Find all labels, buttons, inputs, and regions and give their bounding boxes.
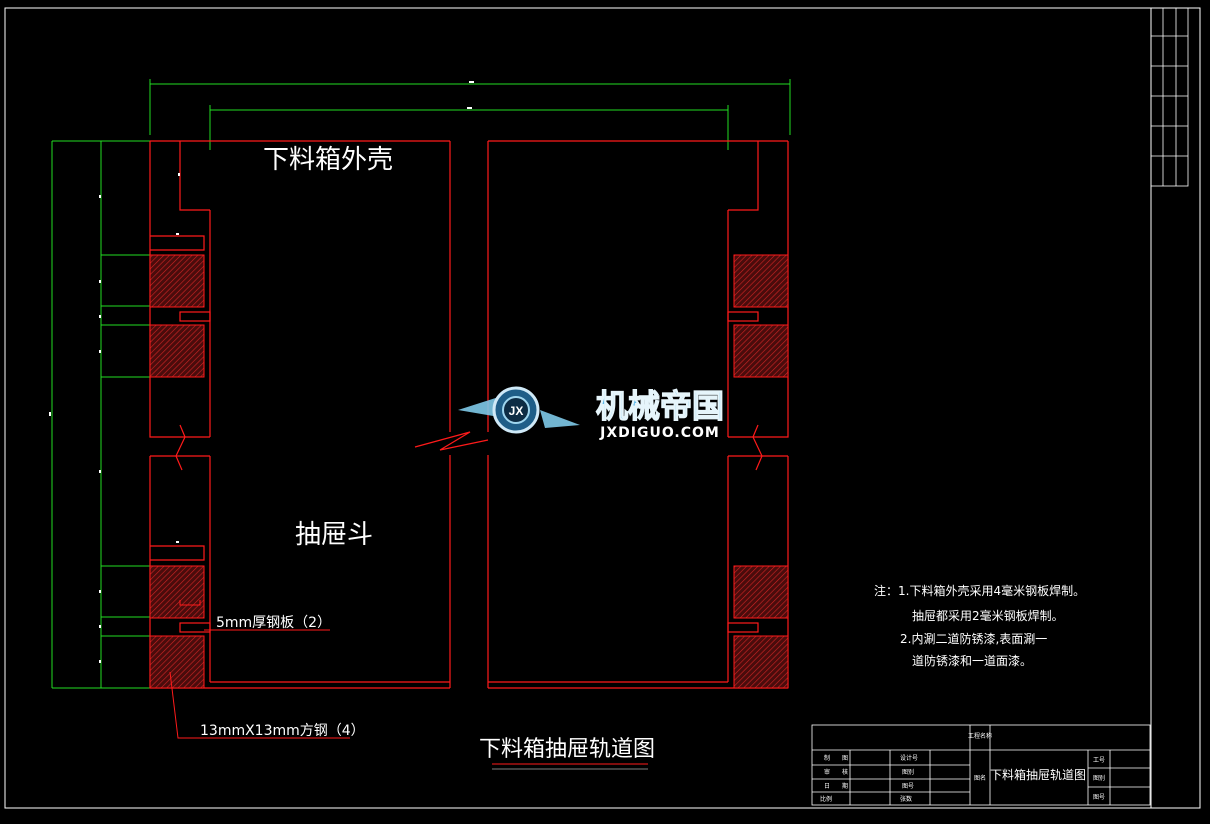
title-block-r1b: 图: [842, 755, 848, 762]
watermark-badge: JX: [509, 404, 524, 418]
watermark-logo-text: 机械帝国: [596, 387, 724, 425]
title-block-r4-right: 张数: [900, 795, 912, 803]
title-block-side-1: 工号: [1093, 757, 1105, 764]
dimension-ticks: [49, 81, 474, 663]
watermark-logo: JX 机械帝国 JXDIGUO.COM: [458, 386, 725, 441]
title-block-drawing-label: 图名: [974, 774, 986, 782]
weld-marks: [176, 173, 180, 543]
title-block-drawing-name: 下料箱抽屉轨道图: [990, 767, 1086, 782]
leader-lines: [169, 600, 350, 739]
title-block-r3a: 日: [824, 783, 830, 790]
note-line-1: 注：1.下料箱外壳采用4毫米钢板焊制。: [874, 583, 1085, 598]
note-line-2: 抽屉都采用2毫米钢板焊制。: [912, 608, 1064, 623]
dimension-lines: [51, 79, 791, 689]
title-block-side-3: 图号: [1093, 794, 1105, 801]
drawer-label: 抽屉斗: [295, 520, 373, 550]
title-block-r4: 比例: [820, 795, 832, 803]
square-steel-sections: [149, 254, 789, 689]
title-block-r1a: 制: [824, 754, 830, 762]
title-block-r3-right: 图号: [902, 783, 914, 790]
outer-shell-label: 下料箱外壳: [263, 145, 393, 175]
title-block-r2b: 核: [842, 768, 848, 776]
title-block-frame: [811, 724, 1151, 806]
watermark-site: JXDIGUO.COM: [599, 425, 720, 441]
note-line-3: 2.内涮二道防锈漆,表面涮一: [900, 631, 1047, 646]
plate-label: 5mm厚钢板（2）: [216, 615, 331, 631]
title-block-side-2: 图别: [1093, 774, 1105, 782]
sheet-border: [4, 7, 1201, 809]
title-block-r2-right: 图别: [902, 768, 914, 776]
title-block-r1-right: 设计号: [900, 754, 918, 762]
drawing-title: 下料箱抽屉轨道图: [479, 737, 655, 762]
square-steel-label: 13mmX13mm方钢（4）: [200, 723, 365, 739]
note-line-4: 道防锈漆和一道面漆。: [912, 653, 1032, 668]
title-block-project-label: 工程名称: [968, 732, 992, 740]
title-block-r2a: 审: [824, 768, 830, 776]
title-block-r3b: 期: [842, 782, 848, 790]
revision-table: [1150, 7, 1189, 187]
